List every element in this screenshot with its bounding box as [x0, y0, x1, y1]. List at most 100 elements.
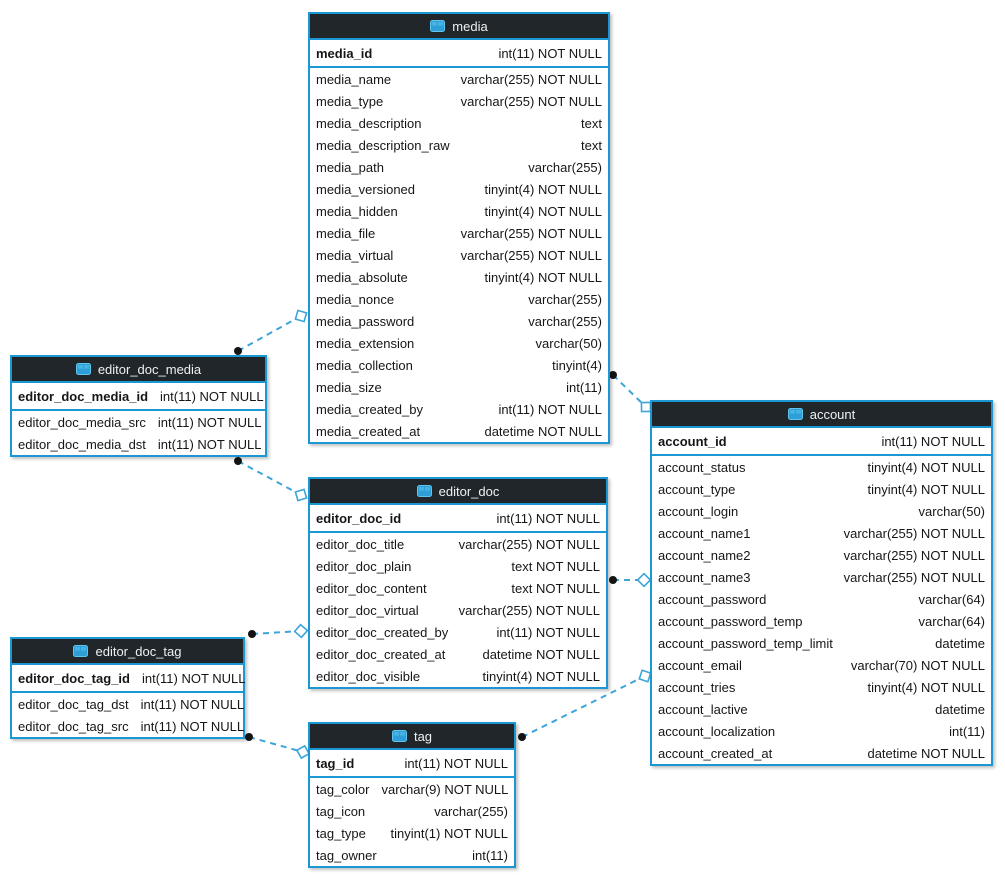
table-title: editor_doc_tag: [95, 643, 182, 659]
column-name: editor_doc_title: [316, 536, 405, 552]
column-name: media_type: [316, 93, 384, 109]
primary-key-row: tag_id int(11) NOT NULL: [310, 750, 514, 776]
column-name: tag_id: [316, 755, 355, 771]
column-type: datetime: [935, 635, 985, 651]
column-row: account_password_temp varchar(64): [652, 610, 991, 632]
table-editor-doc-tag[interactable]: editor_doc_tag editor_doc_tag_id int(11) …: [10, 637, 246, 739]
column-name: tag_type: [316, 825, 366, 841]
column-type: int(11) NOT NULL: [140, 696, 245, 712]
column-type: tinyint(4) NOT NULL: [484, 181, 602, 197]
relationship-endpoint-dot: [234, 457, 242, 465]
table-editor-doc-tag-header[interactable]: editor_doc_tag: [12, 639, 243, 663]
table-icon: [73, 645, 89, 657]
column-type: varchar(255) NOT NULL: [460, 225, 602, 241]
relationship-endpoint-diamond: [294, 488, 308, 502]
column-type: int(11) NOT NULL: [140, 718, 245, 734]
relationship-endpoint-diamond: [293, 623, 309, 639]
column-type: int(11) NOT NULL: [160, 388, 264, 404]
column-name: media_collection: [316, 357, 413, 373]
table-title: editor_doc: [438, 483, 500, 499]
column-type: varchar(255) NOT NULL: [458, 536, 600, 552]
relationship-line-editor_doc_media-to-media: [237, 315, 302, 352]
relationship-line-editor_doc_tag-to-editor_doc: [251, 630, 302, 635]
column-type: int(11) NOT NULL: [498, 401, 602, 417]
relationship-endpoint-dot: [518, 733, 526, 741]
relationship-line-editor_doc_media-to-editor_doc: [237, 460, 302, 496]
column-type: varchar(255): [434, 803, 508, 819]
column-type: tinyint(4) NOT NULL: [484, 269, 602, 285]
column-name: editor_doc_content: [316, 580, 427, 596]
relationship-endpoint-diamond: [294, 309, 308, 323]
column-name: media_file: [316, 225, 376, 241]
column-name: account_id: [658, 433, 727, 449]
column-type: varchar(255): [528, 313, 602, 329]
column-name: editor_doc_visible: [316, 668, 421, 684]
table-editor-doc-header[interactable]: editor_doc: [310, 479, 606, 503]
column-name: media_path: [316, 159, 384, 175]
column-type: varchar(255) NOT NULL: [460, 93, 602, 109]
column-type: varchar(255) NOT NULL: [460, 247, 602, 263]
column-name: media_size: [316, 379, 382, 395]
relationship-endpoint-dot: [609, 576, 617, 584]
table-editor-doc-media-header[interactable]: editor_doc_media: [12, 357, 265, 381]
column-row: media_type varchar(255) NOT NULL: [310, 90, 608, 112]
column-name: editor_doc_media_dst: [18, 436, 146, 452]
column-type: varchar(50): [918, 503, 985, 519]
column-name: account_password_temp: [658, 613, 803, 629]
table-tag-header[interactable]: tag: [310, 724, 514, 748]
column-type: int(11): [472, 847, 508, 863]
column-row: editor_doc_tag_src int(11) NOT NULL: [12, 715, 245, 737]
column-row: account_password_temp_limit datetime: [652, 632, 991, 654]
table-media-header[interactable]: media: [310, 14, 608, 38]
column-name: media_nonce: [316, 291, 395, 307]
column-type: text: [581, 115, 602, 131]
table-account-header[interactable]: account: [652, 402, 991, 426]
column-type: varchar(64): [918, 613, 985, 629]
column-type: varchar(50): [535, 335, 602, 351]
column-type: int(11) NOT NULL: [404, 755, 508, 771]
column-type: varchar(255) NOT NULL: [843, 569, 985, 585]
column-type: varchar(255): [528, 159, 602, 175]
column-name: media_created_by: [316, 401, 423, 417]
table-title: tag: [413, 728, 433, 744]
column-name: editor_doc_tag_id: [18, 670, 130, 686]
table-icon: [787, 408, 803, 420]
column-type: datetime: [935, 701, 985, 717]
column-name: editor_doc_tag_src: [18, 718, 129, 734]
column-name: account_password_temp_limit: [658, 635, 833, 651]
table-icon: [416, 485, 432, 497]
column-name: account_password: [658, 591, 767, 607]
column-type: datetime NOT NULL: [867, 745, 985, 761]
column-type: varchar(255) NOT NULL: [458, 602, 600, 618]
